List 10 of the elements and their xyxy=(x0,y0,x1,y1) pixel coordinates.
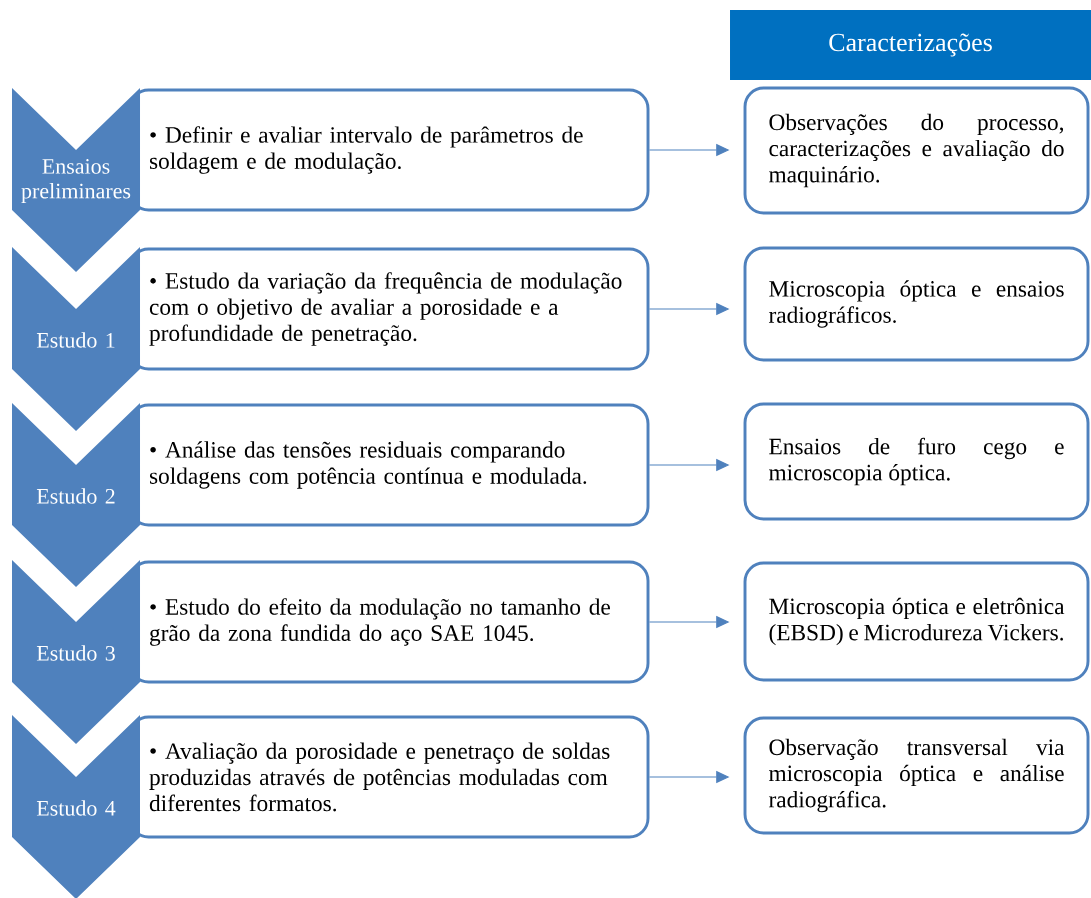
result-box: Ensaios de furo cego e microscopia óptica. xyxy=(743,402,1090,521)
step-box: • Análise das tensões residuais comparando soldagens com potência contínua e modulada. xyxy=(128,403,650,527)
result-box: Microscopia óptica e eletrônica (EBSD) e Microdureza Vickers. xyxy=(743,561,1090,682)
header-box: Caracterizações xyxy=(730,10,1091,80)
result-box: Observação transversal via microscopia óptica e análise radiográfica. xyxy=(743,716,1090,835)
result-box: Observações do processo, caracterizações e avaliação do maquinário. xyxy=(743,86,1090,215)
step-box: • Estudo do efeito da modulação no tamanho de grão da zona fundida do aço SAE 1045. xyxy=(128,560,650,684)
result-box: Microscopia óptica e ensaios radiográficos. xyxy=(743,246,1090,362)
step-box: • Avaliação da porosidade e penetraço de soldas produzidas através de potências moduladas com diferentes formatos. xyxy=(128,715,650,839)
step-box: • Estudo da variação da frequência de modulação com o objetivo de avaliar a porosidade e a profundidade de penetração. xyxy=(128,247,650,371)
